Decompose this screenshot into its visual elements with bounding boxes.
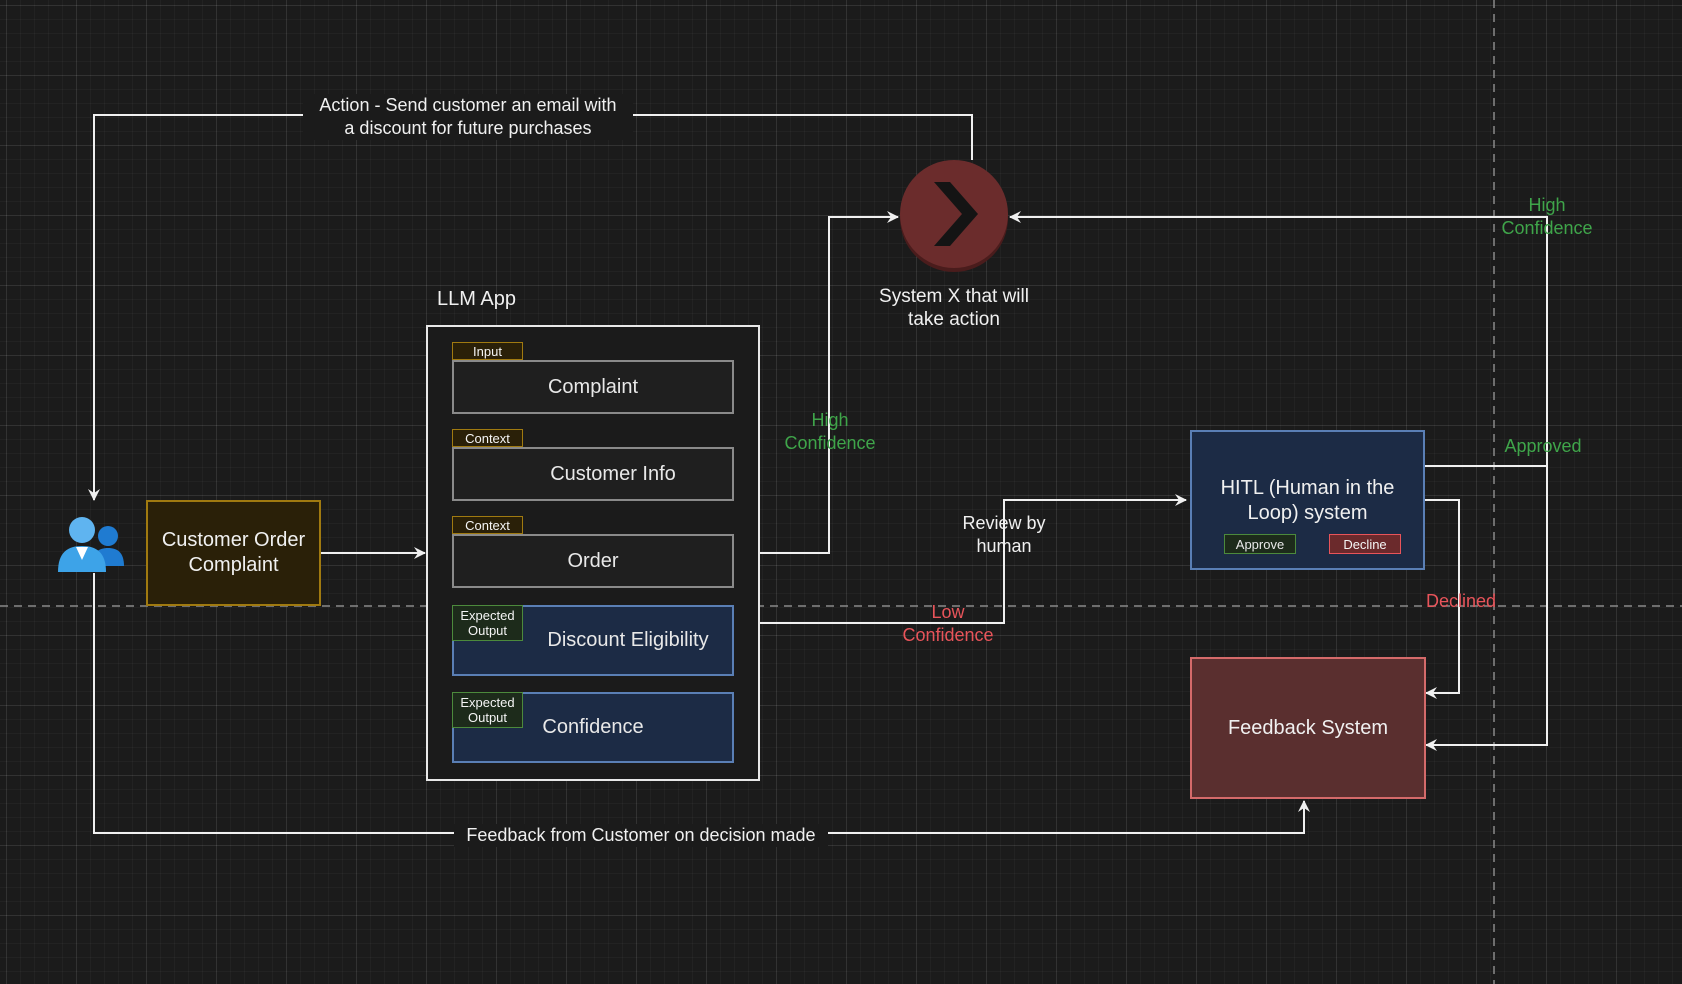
edge-label-customer-feedback: Feedback from Customer on decision made [454, 824, 828, 847]
llm-row-tag: Expected Output [452, 605, 523, 641]
edge-llm-low-confidence [760, 494, 1187, 624]
llm-row-label: Discount Eligibility [547, 629, 709, 651]
edge-approved-to-system-x [1009, 211, 1548, 467]
hitl-label: HITL (Human in the Loop) system [1220, 477, 1395, 524]
edge-declined-to-feedback [1425, 499, 1460, 699]
llm-row-order[interactable]: Order [452, 534, 734, 588]
edge-approved-to-feedback [1425, 466, 1548, 751]
edge-label-high-confidence-llm: High Confidence [784, 410, 876, 453]
llm-row-label: Complaint [547, 375, 639, 398]
llm-app-title: LLM App [437, 288, 516, 310]
edge-label-action: Action - Send customer an email with a d… [303, 94, 633, 140]
llm-row-tag: Context [452, 516, 523, 534]
feedback-system-box[interactable]: Feedback System [1190, 657, 1426, 799]
edge-label-low-confidence: Low Confidence [902, 602, 994, 645]
llm-row-customer-info[interactable]: Customer Info [452, 447, 734, 501]
decline-button[interactable]: Decline [1329, 534, 1401, 554]
approve-button[interactable]: Approve [1224, 534, 1296, 554]
edge-label-high-confidence-right: High Confidence [1501, 195, 1593, 238]
system-x-label: System X that will take action [879, 286, 1029, 330]
llm-row-complaint[interactable]: Complaint [452, 360, 734, 414]
users-icon [56, 514, 128, 574]
llm-row-tag: Input [452, 342, 523, 360]
edge-llm-high-confidence [760, 211, 899, 554]
llm-row-label: Order [567, 549, 619, 572]
llm-row-label: Confidence [542, 716, 644, 738]
edge-label-declined: Declined [1425, 591, 1497, 611]
customer-order-complaint-label: Customer Order Complaint [161, 529, 306, 576]
llm-row-tag: Expected Output [452, 692, 523, 728]
llm-row-tag: Context [452, 429, 523, 447]
feedback-system-label: Feedback System [1227, 716, 1389, 739]
chevron-right-icon [900, 160, 1008, 272]
system-x-node[interactable] [898, 160, 1010, 272]
edge-label-review-by-human: Review by human [962, 513, 1046, 556]
llm-row-label: Customer Info [550, 462, 676, 485]
customer-order-complaint-box[interactable]: Customer Order Complaint [146, 500, 321, 606]
edge-label-approved: Approved [1504, 436, 1582, 456]
